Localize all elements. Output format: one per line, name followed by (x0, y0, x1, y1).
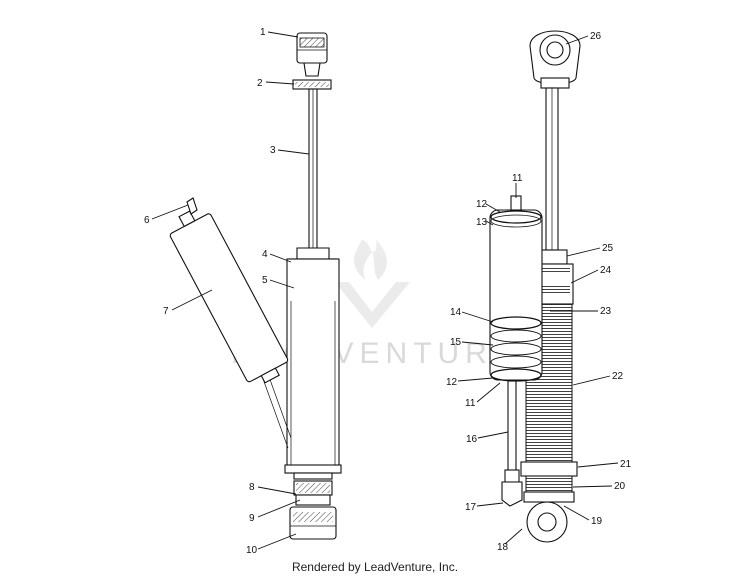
callout-11-bottom: 11 (465, 398, 476, 409)
hose-fitting (501, 481, 523, 507)
callout-11-top: 11 (512, 173, 523, 184)
callout-21: 21 (620, 459, 632, 470)
callout-13: 13 (476, 217, 488, 228)
reservoir (489, 209, 543, 381)
callout-10: 10 (246, 545, 258, 556)
callout-19: 19 (591, 516, 603, 527)
callout-8: 8 (249, 482, 255, 493)
callout-25: 25 (602, 243, 614, 254)
watermark-logo (335, 240, 410, 328)
left-shock-sectional-view (169, 32, 342, 540)
top-eyelet (296, 32, 328, 64)
footer-credit: Rendered by LeadVenture, Inc. (291, 560, 459, 574)
callout-6: 6 (144, 215, 150, 226)
callout-15: 15 (450, 337, 462, 348)
right-shock-external-view (489, 30, 581, 543)
callout-18: 18 (497, 542, 509, 553)
callout-24: 24 (600, 265, 612, 276)
callout-12-top: 12 (476, 199, 488, 210)
callout-1: 1 (260, 27, 266, 38)
callout-26: 26 (590, 31, 602, 42)
callout-14: 14 (450, 307, 462, 318)
callout-numbers: 1 2 3 4 5 6 7 8 9 10 11 12 13 14 15 12 1… (144, 27, 632, 556)
callout-3: 3 (270, 145, 276, 156)
callout-16: 16 (466, 434, 478, 445)
callout-4: 4 (262, 249, 268, 260)
callout-9: 9 (249, 513, 255, 524)
reservoir-hose (507, 380, 517, 476)
reservoir-canister (169, 213, 289, 383)
callout-2: 2 (257, 78, 263, 89)
callout-5: 5 (262, 275, 268, 286)
callout-12-bottom: 12 (446, 377, 458, 388)
callout-17: 17 (465, 502, 477, 513)
shock-body-tube (286, 258, 340, 474)
callout-23: 23 (600, 306, 612, 317)
callout-7: 7 (163, 306, 169, 317)
leader-lines (151, 31, 619, 550)
bottom-eyelet (289, 506, 337, 540)
callout-22: 22 (612, 371, 624, 382)
reservoir-valve (186, 197, 198, 215)
callout-20: 20 (614, 481, 626, 492)
